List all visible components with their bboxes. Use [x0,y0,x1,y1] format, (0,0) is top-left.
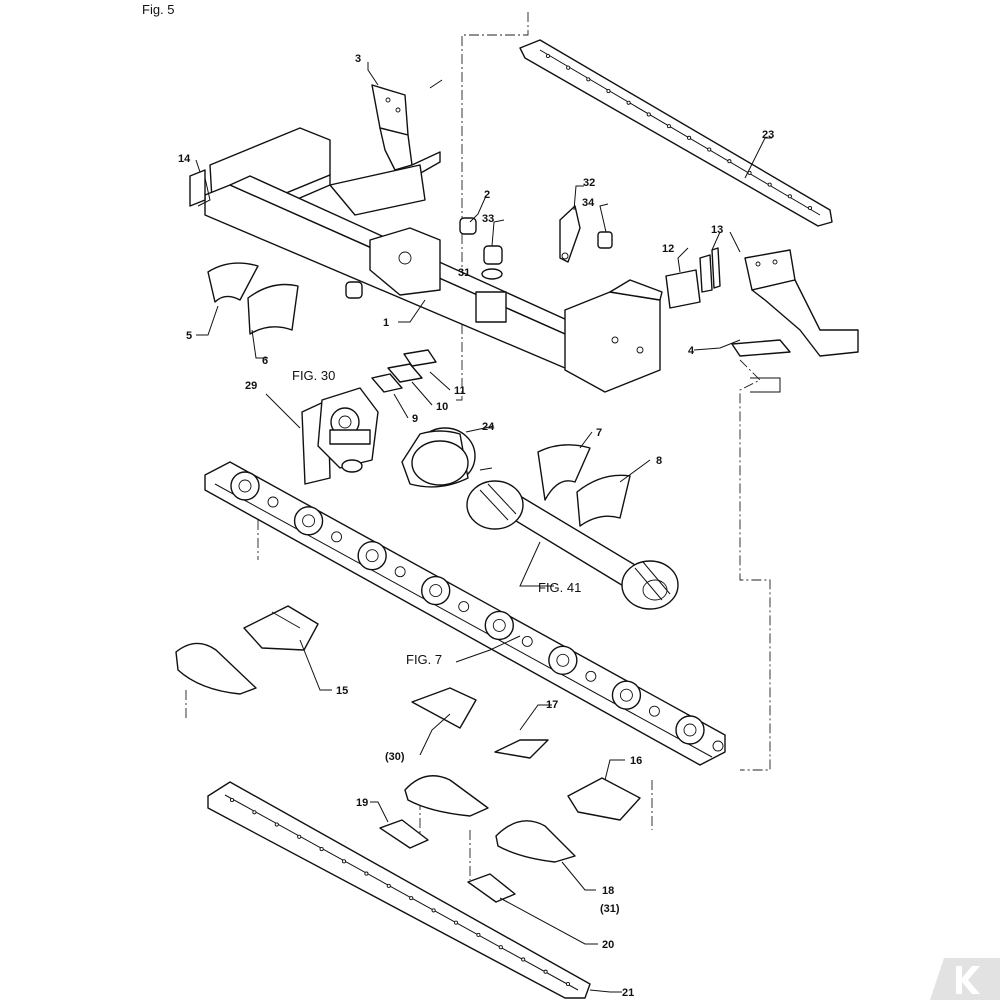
skids-and-plates [175,605,641,903]
strip-hole [431,908,436,913]
part-4-side-frame [731,249,859,393]
callout-13: 13 [711,224,723,236]
strip-hole [626,100,631,105]
strip-hole [319,847,324,852]
small-hardware [189,169,721,323]
cutter-disc [230,471,279,508]
cutter-disc [421,575,470,613]
callout-23: 23 [762,129,774,141]
callout-3: 3 [355,53,361,65]
assembly-center-lines [185,12,771,880]
callout-31-paren: (31) [600,903,620,915]
cutter-disc [548,645,597,682]
strip-hole [787,194,792,199]
cutter-disc [675,715,724,752]
callout-33: 33 [482,213,494,225]
ref-fig-7: FIG. 7 [406,652,442,667]
ref-fig-41: FIG. 41 [538,580,581,595]
strip-hole [687,135,692,140]
strip-hole [386,883,391,888]
strip-hole [545,53,551,59]
leader-lines [195,62,772,993]
figure-label: Fig. 5 [142,2,175,17]
strip-hole [498,945,503,950]
callout-10: 10 [436,401,448,413]
small-plates [371,349,437,393]
strip-hole [252,810,257,815]
cutter-disc [357,541,406,578]
callout-20: 20 [602,939,614,951]
strip-hole [707,147,712,152]
callout-15: 15 [336,685,348,697]
part-23-guard-strip [519,39,833,227]
gearbox-assembly [301,387,379,485]
strip-hole [646,112,651,117]
callout-1: 1 [383,317,389,329]
callout-4: 4 [688,345,695,357]
callout-6: 6 [262,355,268,367]
shields [207,262,631,527]
part-24-bell-guard [401,427,476,488]
drive-shaft [466,480,679,610]
strip-hole [543,969,548,974]
strip-hole [586,77,591,82]
strip-hole [606,89,611,94]
callout-14: 14 [178,153,191,165]
cutter-disc [611,680,660,717]
callout-12: 12 [662,243,674,255]
callout-9: 9 [412,413,418,425]
strip-hole [521,957,526,962]
callout-24: 24 [482,421,495,433]
part-1-main-frame [192,127,663,393]
callout-32: 32 [583,177,595,189]
cutter-bar [204,461,726,766]
callout-5: 5 [186,330,192,342]
kramp-logo-icon [930,958,1000,1000]
callout-11: 11 [454,385,466,397]
callout-19: 19 [356,797,368,809]
callout-34: 34 [582,197,595,209]
part-20-21-knife-strips [207,781,591,999]
part-3-bracket [371,79,443,181]
strip-hole [666,124,671,129]
callout-16: 16 [630,755,642,767]
strip-hole [767,182,772,187]
strip-hole [565,981,571,987]
callout-21: 21 [622,987,634,999]
callout-17: 17 [546,699,558,711]
callout-18: 18 [602,885,614,897]
strip-hole [297,834,302,839]
cutter-disc [293,506,343,543]
strip-hole [807,205,813,211]
callout-7: 7 [596,427,602,439]
strip-hole [566,65,571,70]
strip-hole [727,159,732,164]
callout-29: 29 [245,380,257,392]
callout-8: 8 [656,455,662,467]
cutter-disc [484,610,533,647]
strip-hole [274,822,279,827]
strip-hole [409,896,414,901]
callout-2: 2 [484,189,490,201]
strip-hole [341,859,347,864]
callout-30-paren: (30) [385,751,405,763]
strip-hole [476,932,481,937]
callout-labels: 3 14 23 2 32 34 33 13 12 31 1 5 4 6 FIG.… [178,53,774,999]
strip-hole [453,920,459,925]
strip-hole [364,871,369,876]
strip-hole [229,797,235,803]
callout-31: 31 [458,267,470,279]
ref-fig-30: FIG. 30 [292,368,335,383]
